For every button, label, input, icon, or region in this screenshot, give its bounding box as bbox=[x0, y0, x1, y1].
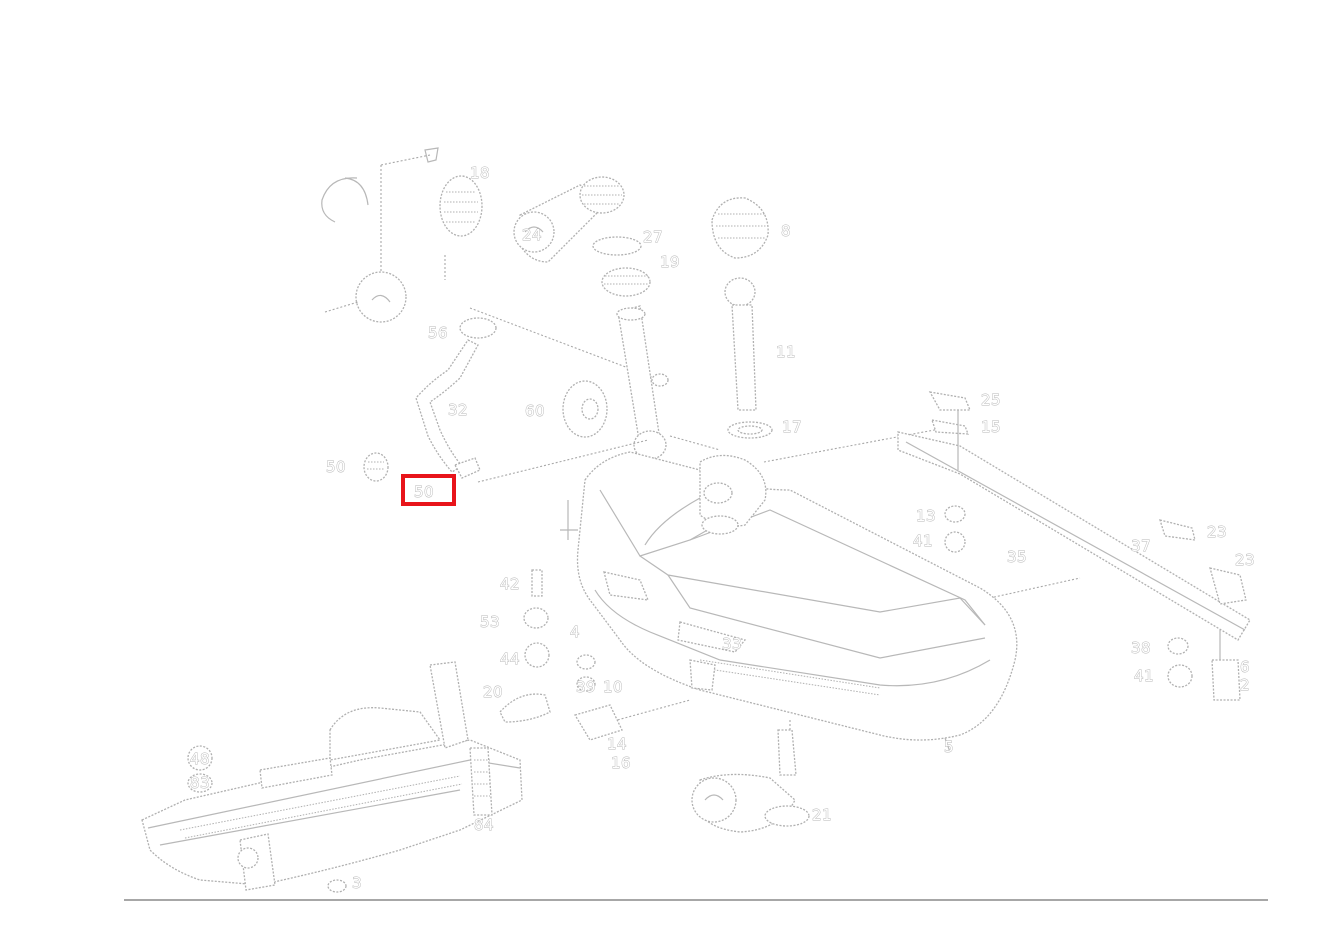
pump-assembly bbox=[711, 197, 773, 439]
callout-27: 27 bbox=[643, 228, 663, 246]
callout-5: 5 bbox=[944, 738, 954, 756]
callout-56: 56 bbox=[428, 324, 448, 342]
callout-50: 50 bbox=[326, 458, 346, 476]
callout-42: 42 bbox=[500, 575, 520, 593]
mounting-rail bbox=[897, 391, 1251, 701]
callout-13: 13 bbox=[916, 507, 936, 525]
callout-60: 60 bbox=[525, 402, 545, 420]
callout-10: 10 bbox=[603, 678, 623, 696]
callout-8: 8 bbox=[781, 222, 791, 240]
callout-24: 24 bbox=[522, 226, 542, 244]
callout-19: 19 bbox=[660, 253, 680, 271]
reservoir-cap-assembly bbox=[321, 147, 483, 323]
washer-tank bbox=[560, 451, 1018, 753]
callout-highlighted: 50 bbox=[414, 483, 434, 501]
callout-41b: 41 bbox=[1134, 667, 1154, 685]
callout-16: 16 bbox=[611, 754, 631, 772]
callout-20: 20 bbox=[483, 683, 503, 701]
callout-83: 83 bbox=[190, 774, 210, 792]
callout-17: 17 bbox=[782, 418, 802, 436]
callout-35: 35 bbox=[1007, 548, 1027, 566]
callout-18: 18 bbox=[470, 164, 490, 182]
callout-44: 44 bbox=[500, 650, 520, 668]
callout-4: 4 bbox=[570, 623, 580, 641]
fasteners bbox=[499, 505, 1193, 723]
callout-38: 38 bbox=[1131, 639, 1151, 657]
callout-15: 15 bbox=[981, 418, 1001, 436]
headlamp-washer-assembly bbox=[141, 661, 523, 893]
callout-41a: 41 bbox=[913, 532, 933, 550]
callout-6: 6 bbox=[1240, 658, 1250, 676]
callout-14: 14 bbox=[607, 735, 627, 753]
filter-assembly bbox=[513, 176, 651, 297]
callout-3: 3 bbox=[352, 874, 362, 892]
callout-23a: 23 bbox=[1207, 523, 1227, 541]
callout-21: 21 bbox=[812, 806, 832, 824]
callout-33: 33 bbox=[722, 635, 742, 653]
callout-11: 11 bbox=[776, 343, 796, 361]
callout-25: 25 bbox=[981, 391, 1001, 409]
pump-pipe-assembly bbox=[562, 305, 669, 460]
highlight-box bbox=[401, 474, 456, 506]
callout-23b: 23 bbox=[1235, 551, 1255, 569]
callout-labels: 56 32 50 50 24 27 19 60 18 8 11 17 25 15… bbox=[190, 164, 1255, 893]
callout-48: 48 bbox=[190, 750, 210, 768]
callout-37: 37 bbox=[1131, 537, 1151, 555]
motor-assembly bbox=[574, 704, 810, 833]
callout-39: 39 bbox=[576, 678, 596, 696]
callout-53: 53 bbox=[480, 613, 500, 631]
callout-84: 84 bbox=[474, 816, 494, 834]
callout-32: 32 bbox=[448, 401, 468, 419]
callout-2: 2 bbox=[1240, 676, 1250, 694]
